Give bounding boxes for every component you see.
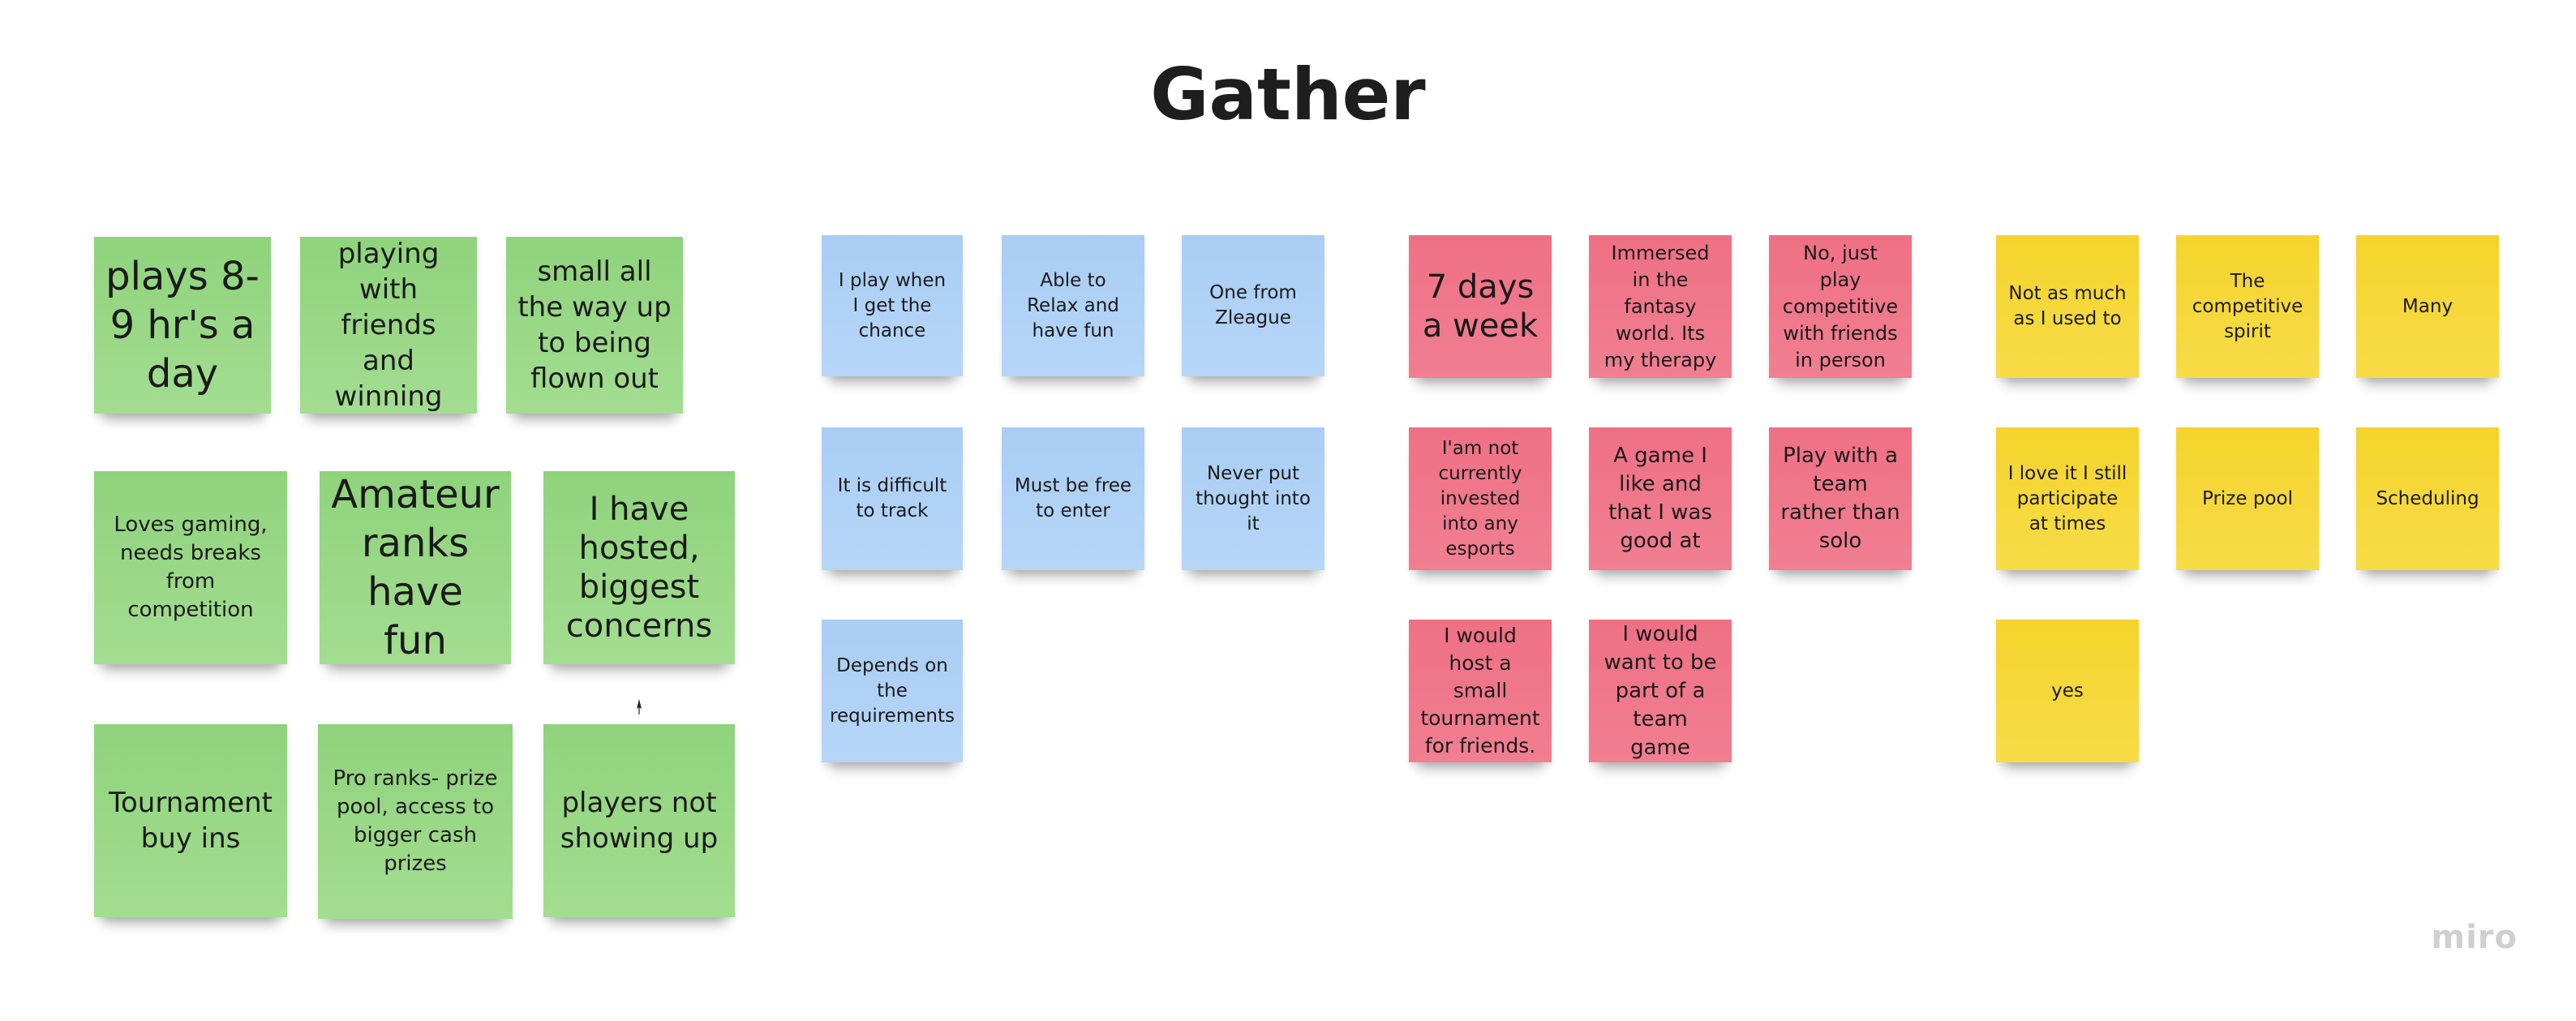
sticky-note-text: playing with friends and winning [334, 238, 443, 413]
sticky-note-blue[interactable]: Able to Relax and have fun [1002, 235, 1144, 376]
sticky-note-green[interactable]: players not showing up [543, 724, 735, 917]
sticky-note-text: I play when I get the chance [838, 269, 947, 341]
sticky-note-text: players not showing up [560, 787, 719, 855]
sticky-note-text: 7 days a week [1422, 268, 1539, 345]
sticky-note-text: yes [2051, 680, 2084, 701]
sticky-note-yellow[interactable]: Many [2356, 235, 2499, 378]
miro-logo: miro [2431, 919, 2518, 956]
sticky-note-yellow[interactable]: Prize pool [2176, 427, 2319, 570]
sticky-note-red[interactable]: I would host a small tournament for frie… [1409, 620, 1552, 762]
sticky-note-text: Prize pool [2202, 487, 2293, 509]
sticky-note-text: I have hosted, biggest concerns [565, 491, 713, 645]
sticky-note-red[interactable]: I would want to be part of a team game [1589, 620, 1732, 762]
sticky-note-text: Never put thought into it [1196, 462, 1311, 534]
sticky-note-red[interactable]: I'am not currently invested into any esp… [1409, 427, 1552, 570]
sticky-note-text: small all the way up to being flown out [517, 255, 672, 395]
sticky-note-text: Able to Relax and have fun [1027, 269, 1119, 341]
sticky-note-green[interactable]: plays 8-9 hr's a day [94, 237, 271, 414]
sticky-note-blue[interactable]: I play when I get the chance [822, 235, 963, 376]
sticky-note-text: One from Zleague [1209, 282, 1297, 328]
sticky-note-text: Must be free to enter [1014, 475, 1132, 521]
sticky-note-yellow[interactable]: Scheduling [2356, 427, 2499, 570]
sticky-note-text: It is difficult to track [837, 475, 947, 521]
sticky-note-green[interactable]: Loves gaming, needs breaks from competit… [94, 471, 287, 664]
sticky-note-text: Loves gaming, needs breaks from competit… [114, 513, 268, 622]
sticky-note-text: The competitive spirit [2192, 270, 2303, 342]
sticky-note-text: I would host a small tournament for frie… [1420, 624, 1540, 757]
sticky-note-green[interactable]: playing with friends and winning [300, 237, 477, 414]
sticky-note-blue[interactable]: It is difficult to track [822, 427, 963, 570]
sticky-note-blue[interactable]: One from Zleague [1182, 235, 1324, 376]
sticky-note-text: Many [2402, 295, 2454, 317]
sticky-note-text: Not as much as I used to [2008, 283, 2127, 329]
sticky-note-text: I love it I still participate at times [2007, 462, 2127, 534]
sticky-note-blue[interactable]: Depends on the requirements [822, 620, 963, 762]
sticky-note-text: Immersed in the fantasy world. Its my th… [1604, 241, 1717, 371]
sticky-note-yellow[interactable]: The competitive spirit [2176, 235, 2319, 378]
sticky-note-yellow[interactable]: I love it I still participate at times [1996, 427, 2139, 570]
sticky-note-green[interactable]: Tournament buy ins [94, 724, 287, 917]
sticky-note-red[interactable]: A game I like and that I was good at [1589, 427, 1732, 570]
sticky-note-text: Amateur ranks have fun [331, 472, 500, 663]
sticky-note-text: Pro ranks- prize pool, access to bigger … [333, 766, 498, 876]
sticky-note-red[interactable]: Play with a team rather than solo [1769, 427, 1912, 570]
sticky-note-red[interactable]: Immersed in the fantasy world. Its my th… [1589, 235, 1732, 378]
sticky-note-blue[interactable]: Must be free to enter [1002, 427, 1144, 570]
pointer-cursor-icon [636, 699, 642, 715]
sticky-note-green[interactable]: Amateur ranks have fun [320, 471, 511, 664]
sticky-note-green[interactable]: I have hosted, biggest concerns [543, 471, 735, 664]
sticky-note-text: I would want to be part of a team game [1604, 621, 1717, 760]
sticky-note-text: plays 8-9 hr's a day [105, 254, 260, 397]
sticky-note-text: Scheduling [2376, 487, 2479, 509]
sticky-note-yellow[interactable]: Not as much as I used to [1996, 235, 2139, 378]
sticky-note-red[interactable]: 7 days a week [1409, 235, 1552, 378]
sticky-note-text: No, just play competitive with friends i… [1782, 241, 1899, 371]
sticky-note-yellow[interactable]: yes [1996, 620, 2139, 762]
sticky-note-text: Tournament buy ins [108, 787, 273, 855]
sticky-note-text: A game I like and that I was good at [1608, 444, 1712, 553]
sticky-note-text: Play with a team rather than solo [1780, 444, 1900, 553]
sticky-note-green[interactable]: Pro ranks- prize pool, access to bigger … [318, 724, 513, 919]
sticky-note-blue[interactable]: Never put thought into it [1182, 427, 1324, 570]
sticky-note-red[interactable]: No, just play competitive with friends i… [1769, 235, 1912, 378]
sticky-note-text: I'am not currently invested into any esp… [1438, 437, 1522, 560]
board-title: Gather [1150, 53, 1426, 136]
sticky-note-text: Depends on the requirements [830, 654, 955, 727]
sticky-note-green[interactable]: small all the way up to being flown out [506, 237, 683, 414]
